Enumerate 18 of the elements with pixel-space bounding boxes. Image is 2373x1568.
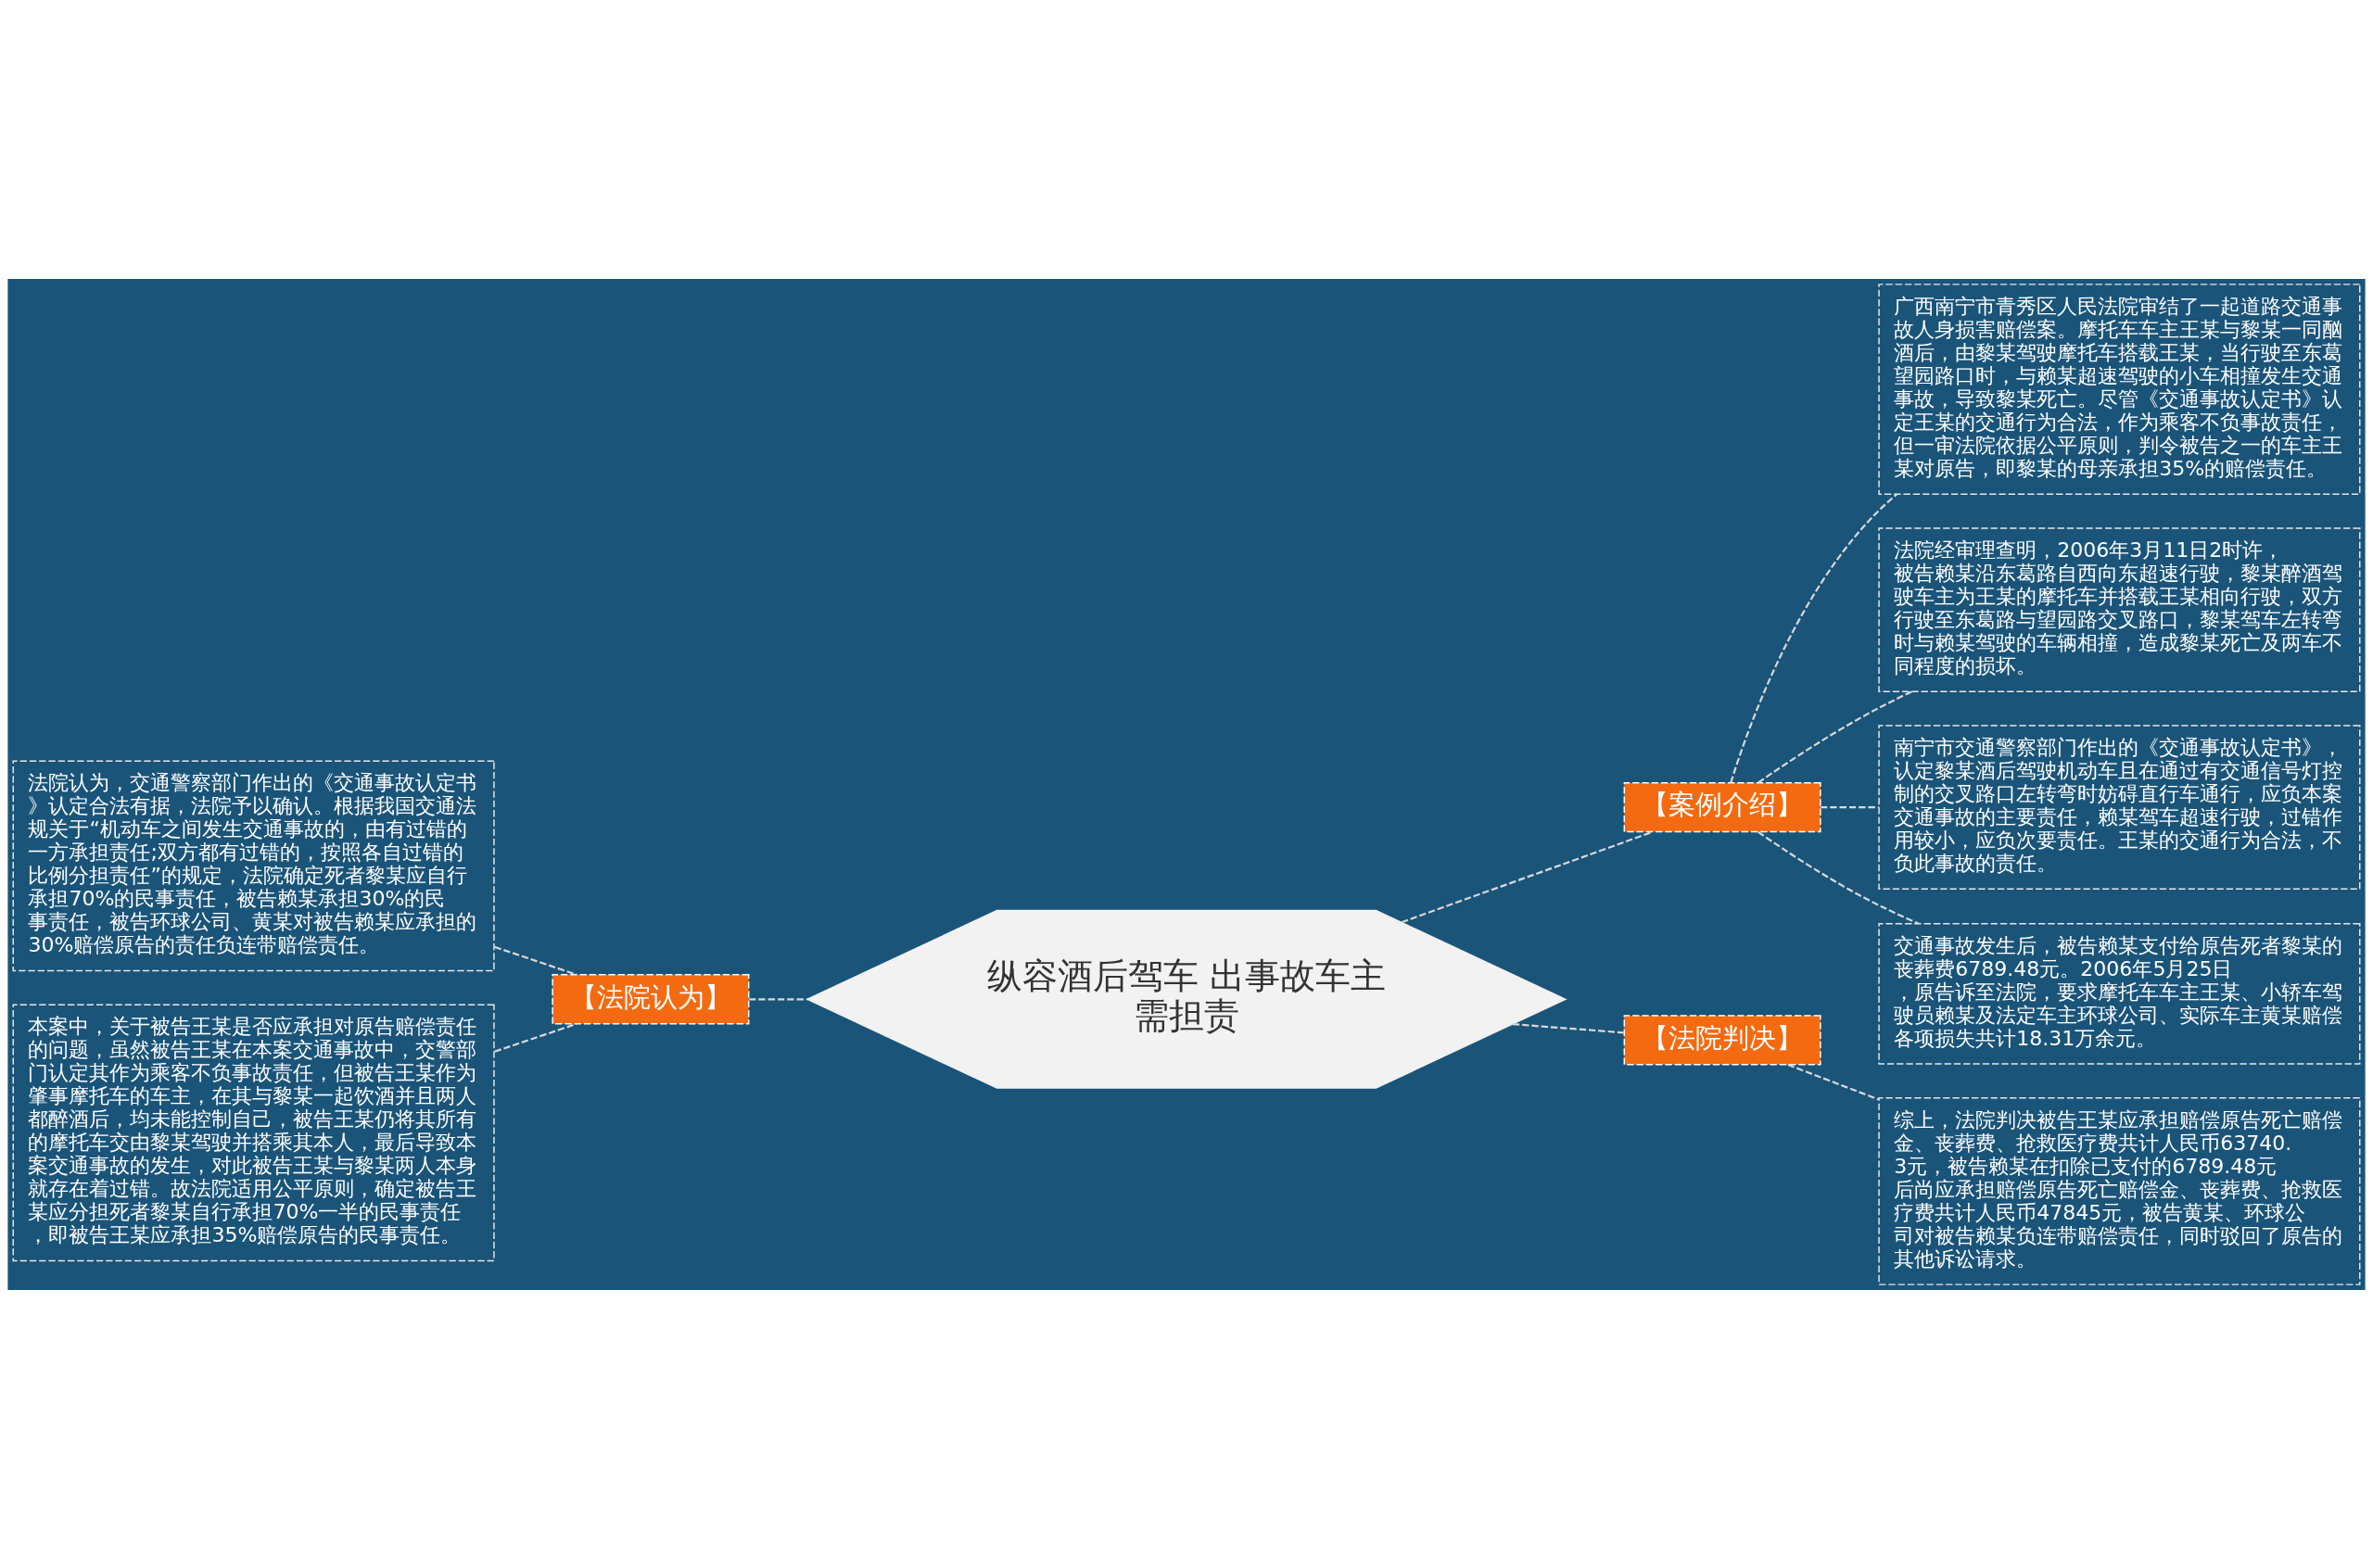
connector (1730, 493, 1897, 783)
node-box: 法院经审理查明，2006年3月11日2时许，被告赖某沿东葛路自西向东超速行驶，黎某醉酒驾驶车主为王某的摩托车并搭载王某相向行驶，双方行驶至东葛路与望园路交叉路口，黎某驾车左转弯时与赖某驾驶的车辆相撞，造成黎某死亡及两车不同程度的损坏。 (1878, 526, 2361, 692)
node-box: 【法院判决】 (1623, 1014, 1821, 1066)
connector (494, 945, 577, 976)
node-box: 【案例介绍】 (1623, 781, 1821, 832)
connector (1512, 1022, 1624, 1033)
node-box: 法院认为，交通警察部门作出的《交通事故认定书》认定合法有据，法院予以确认。根据我国交通法规关于“机动车之间发生交通事故的，由有过错的一方承担责任;双方都有过错的，按照各自过错的比例分担责任”的规定，法院确定死者黎某应自行承担70%的民事责任，被告赖某承担30%的民事责任，被告环球公司、黄某对被告赖某应承担的30%赔偿原告的责任负连带赔偿责任。 (12, 759, 495, 971)
connector (494, 1022, 577, 1053)
connector (1787, 1063, 1880, 1100)
connector (749, 997, 807, 1000)
node-box: 本案中，关于被告王某是否应承担对原告赔偿责任的问题，虽然被告王某在本案交通事故中，交警部门认定其作为乘客不负事故责任，但被告王某作为肇事摩托车的车主，在其与黎某一起饮酒并且两人都醉酒后，均未能控制自己，被告王某仍将其所有的摩托车交由黎某驾驶并搭乘其本人，最后导致本案交通事故的发生，对此被告王某与黎某两人本身就存在着过错。故法院适用公平原则，确定被告王某应分担死者黎某自行承担70%一半的民事责任，即被告王某应承担35%赔偿原告的民事责任。 (12, 1003, 495, 1261)
node-box: 南宁市交通警察部门作出的《交通事故认定书》，认定黎某酒后驾驶机动车且在通过有交通信号灯控制的交叉路口左转弯时妨碍直行车通行，应负本案交通事故的主要责任，赖某驾车超速行驶，过错作用较小，应负次要责任。王某的交通行为合法，不负此事故的责任。 (1878, 724, 2361, 890)
node-box: 交通事故发生后，被告赖某支付给原告死者黎某的丧葬费6789.48元。2006年5月25日，原告诉至法院，要求摩托车车主王某、小轿车驾驶员赖某及法定车主环球公司、实际车主黄某赔偿各项损失共计18.31万余元。 (1878, 922, 2361, 1065)
node-box: 【法院认为】 (552, 973, 750, 1024)
node-box: 广西南宁市青秀区人民法院审结了一起道路交通事故人身损害赔偿案。摩托车车主王某与黎某一同酗酒后，由黎某驾驶摩托车搭载王某，当行驶至东葛望园路口时，与赖某超速驾驶的小车相撞发生交通事故，导致黎某死亡。尽管《交通事故认定书》认定王某的交通行为合法，作为乘客不负事故责任，但一审法院依据公平原则，判令被告之一的车主王某对原告，即黎某的母亲承担35%的赔偿责任。 (1878, 283, 2361, 495)
node-box: 综上，法院判决被告王某应承担赔偿原告死亡赔偿金、丧葬费、抢救医疗费共计人民币63740.3元，被告赖某在扣除已支付的6789.48元后尚应承担赔偿原告死亡赔偿金、丧葬费、抢救医疗费共计人民币47845元，被告黄某、环球公司对被告赖某负连带赔偿责任，同时驳回了原告的其他诉讼请求。 (1878, 1096, 2361, 1285)
connector (1821, 805, 1879, 808)
connector (1401, 830, 1653, 923)
